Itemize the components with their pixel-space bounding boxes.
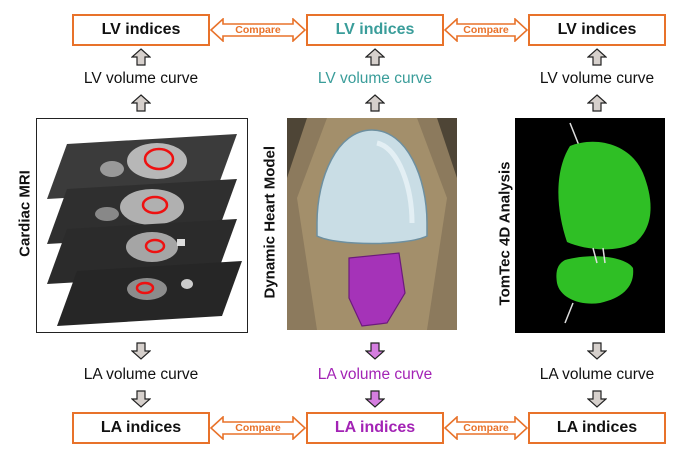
- lv-volume-curve-label: LV volume curve: [317, 70, 433, 87]
- lv-volume-curve-label: LV volume curve: [539, 70, 655, 87]
- heart-model-image: [287, 118, 457, 330]
- double-arrow-icon: [210, 18, 306, 42]
- tomtec-render-image: [556, 122, 651, 324]
- down-arrow-icon: [587, 390, 607, 408]
- up-arrow-icon: [365, 94, 385, 112]
- left-atrium-model: [348, 252, 406, 327]
- dynamic-heart-model-label: Dynamic Heart Model: [261, 145, 279, 299]
- la-indices-label: LA indices: [334, 419, 416, 436]
- lv-indices-label: LV indices: [335, 21, 415, 38]
- lv-indices-label: LV indices: [557, 21, 637, 38]
- down-arrow-icon: [131, 390, 151, 408]
- left-ventricle-model: [316, 129, 428, 245]
- up-arrow-icon: [365, 48, 385, 66]
- compare-label: Compare: [463, 422, 509, 434]
- lv-indices-box-dhm: LV indices: [306, 14, 444, 46]
- la-indices-label: LA indices: [100, 419, 182, 436]
- up-arrow-icon: [131, 48, 151, 66]
- down-arrow-icon: [587, 342, 607, 360]
- lv-volume-render: [558, 141, 651, 250]
- compare-label: Compare: [463, 24, 509, 36]
- la-indices-label: LA indices: [556, 419, 638, 436]
- down-arrow-icon: [365, 342, 385, 360]
- dynamic-heart-model-panel: [287, 118, 457, 330]
- cardiac-mri-panel: [36, 118, 248, 333]
- down-arrow-icon: [365, 390, 385, 408]
- up-arrow-icon: [131, 94, 151, 112]
- compare-arrow-bottom-left: Compare: [210, 416, 306, 440]
- la-volume-curve-label: LA volume curve: [539, 366, 655, 383]
- la-indices-box-tomtec: LA indices: [528, 412, 666, 444]
- double-arrow-icon: [444, 18, 528, 42]
- lv-indices-box-tomtec: LV indices: [528, 14, 666, 46]
- up-arrow-icon: [587, 48, 607, 66]
- la-volume-curve-label: LA volume curve: [317, 366, 433, 383]
- compare-arrow-bottom-right: Compare: [444, 416, 528, 440]
- compare-arrow-top-right: Compare: [444, 18, 528, 42]
- down-arrow-icon: [131, 342, 151, 360]
- la-volume-curve-label: LA volume curve: [83, 366, 199, 383]
- compare-arrow-top-left: Compare: [210, 18, 306, 42]
- compare-label: Compare: [235, 422, 281, 434]
- mri-slice: [57, 261, 242, 326]
- double-arrow-icon: [210, 416, 306, 440]
- double-arrow-icon: [444, 416, 528, 440]
- la-indices-box-dhm: LA indices: [306, 412, 444, 444]
- la-volume-render: [556, 256, 634, 304]
- lv-indices-label: LV indices: [101, 21, 181, 38]
- cardiac-mri-label: Cardiac MRI: [16, 170, 34, 257]
- compare-label: Compare: [235, 24, 281, 36]
- up-arrow-icon: [587, 94, 607, 112]
- tomtec-panel: [515, 118, 665, 333]
- mri-slices-image: [47, 134, 242, 326]
- la-indices-box-mri: LA indices: [72, 412, 210, 444]
- lv-indices-box-mri: LV indices: [72, 14, 210, 46]
- tomtec-label: TomTec 4D Analysis: [496, 161, 514, 306]
- lv-volume-curve-label: LV volume curve: [83, 70, 199, 87]
